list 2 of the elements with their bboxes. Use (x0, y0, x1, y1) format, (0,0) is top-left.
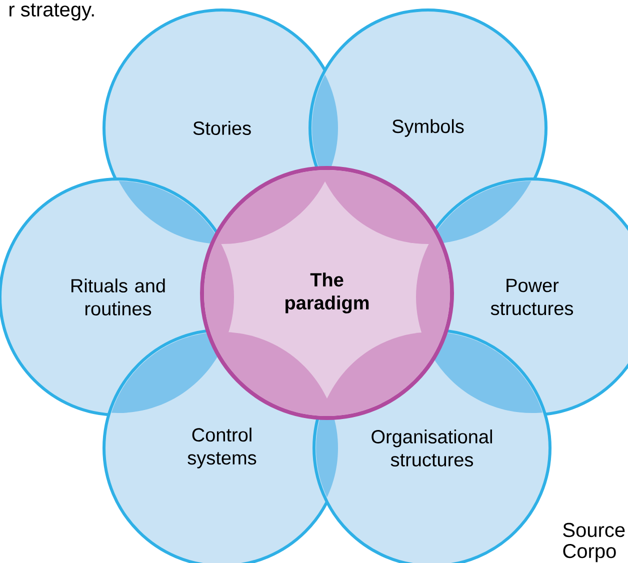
note-text: r strategy. (10, 3, 94, 21)
node-label: Power structures (490, 278, 574, 316)
